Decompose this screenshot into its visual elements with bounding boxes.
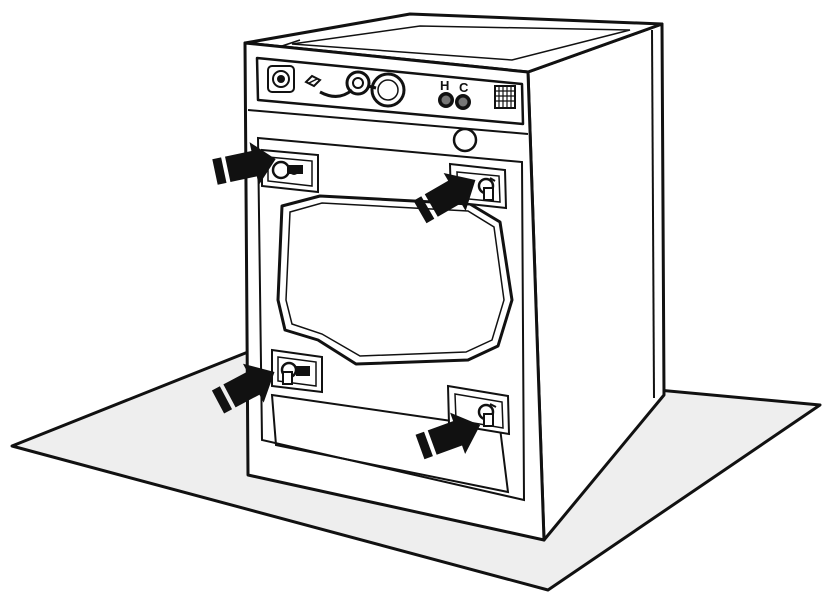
arrow-icon [415,412,481,460]
drain-hose-icon [319,70,406,108]
arrow-icon [413,172,476,224]
access-hole [452,127,478,153]
cabinet-top-inner [291,25,631,61]
rear-access-window [276,194,514,366]
arrow-icon [211,363,275,414]
shipping-bolt-icon [271,348,323,394]
water-inlet-icon [438,92,471,110]
cold-inlet-label: C [459,80,469,95]
arrow-icon [212,142,276,186]
power-cord-port-icon [267,65,295,93]
hot-inlet-label: H [440,78,449,93]
cord-clip-icon [304,74,322,88]
cabinet-side-edge [651,29,655,399]
vent-grille-icon [494,85,516,109]
lower-panel [270,393,510,494]
console-divider [247,109,529,135]
